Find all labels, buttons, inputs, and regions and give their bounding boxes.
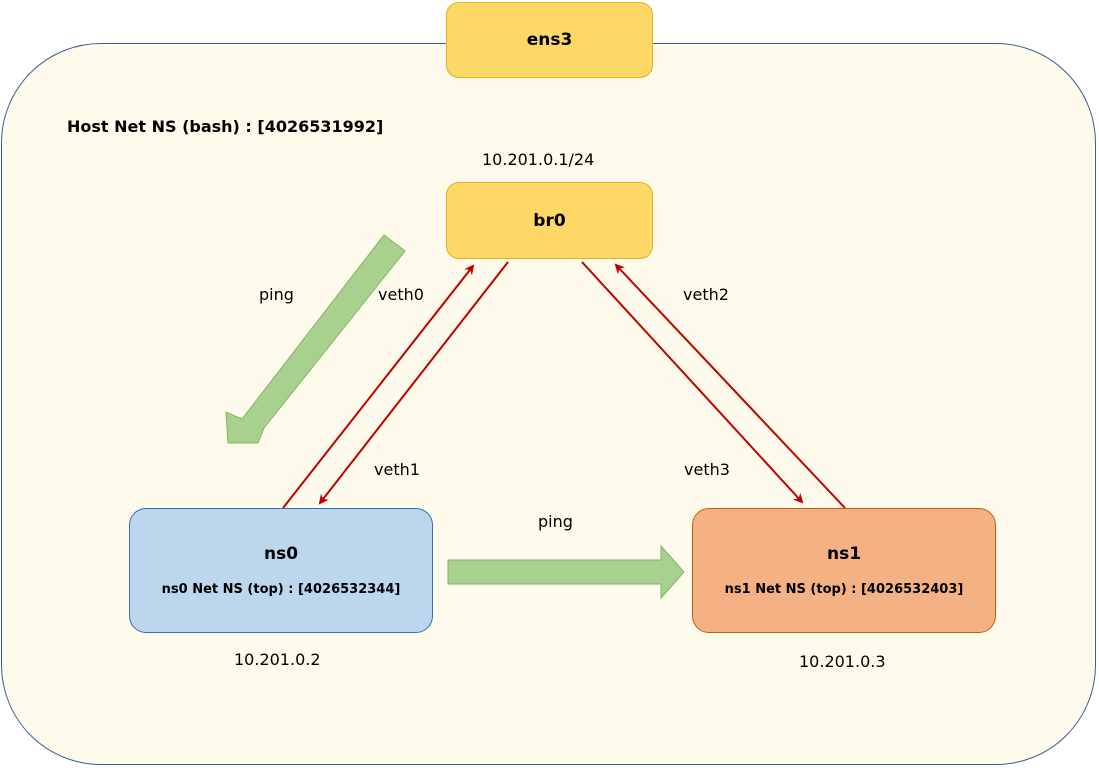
veth1-label: veth1 — [374, 460, 420, 479]
br0-label: br0 — [533, 210, 566, 231]
veth3-label: veth3 — [684, 460, 730, 479]
host-ns-label: Host Net NS (bash) : [4026531992] — [67, 117, 384, 136]
ns0-ip-label: 10.201.0.2 — [234, 650, 321, 669]
ns0-label: ns0 — [263, 544, 299, 564]
ens3-node[interactable]: ens3 — [446, 2, 653, 78]
ns1-ip-label: 10.201.0.3 — [799, 652, 886, 671]
ping-arrow-left — [225, 234, 406, 444]
br0-ip-label: 10.201.0.1/24 — [482, 150, 595, 169]
br0-node[interactable]: br0 — [446, 182, 653, 259]
veth2-label: veth2 — [683, 285, 729, 304]
veth-line-br0-to-ns0 — [318, 261, 509, 505]
ns1-node[interactable]: ns1 ns1 Net NS (top) : [4026532403] — [692, 508, 996, 633]
ns0-node[interactable]: ns0 ns0 Net NS (top) : [4026532344] — [129, 508, 433, 633]
veth-line-br0-to-ns1 — [581, 261, 804, 504]
ns0-namespace-label: ns0 Net NS (top) : [4026532344] — [161, 582, 401, 597]
veth-line-ns1-to-br0 — [614, 263, 846, 509]
ns1-label: ns1 — [826, 544, 862, 564]
veth-line-ns0-to-br0 — [282, 264, 475, 509]
ens3-label: ens3 — [526, 30, 573, 50]
ns1-namespace-label: ns1 Net NS (top) : [4026532403] — [724, 582, 964, 597]
host-namespace-region — [1, 43, 1096, 765]
veth0-label: veth0 — [378, 285, 424, 304]
ping-arrow-bottom — [447, 544, 685, 600]
ping-left-label: ping — [259, 285, 294, 304]
ping-bottom-label: ping — [538, 512, 573, 531]
